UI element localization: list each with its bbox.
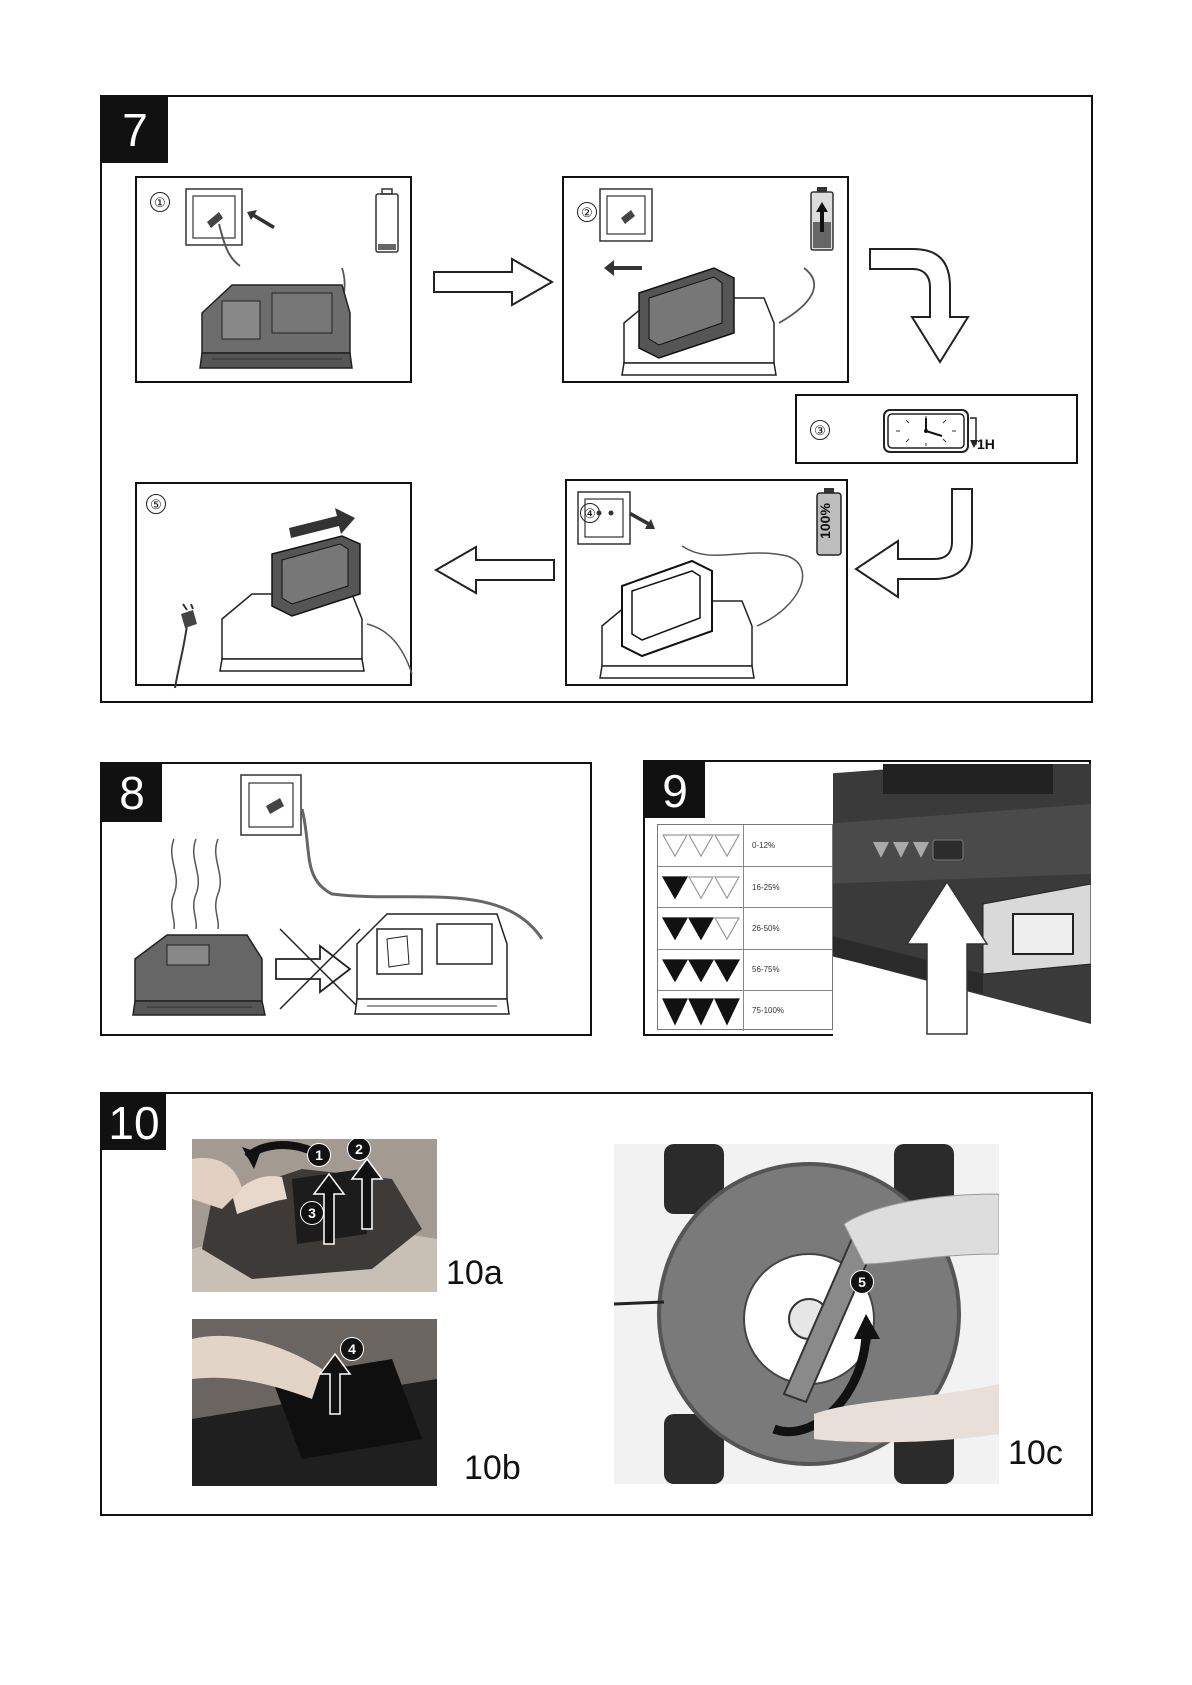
- photo-10a: 1 2 3: [192, 1139, 437, 1292]
- level-triangles-icon: [661, 867, 741, 908]
- photo-10c: 5: [614, 1144, 999, 1484]
- charger-with-battery-icon: [604, 263, 824, 378]
- step-3-number: ③: [810, 420, 830, 440]
- battery-photo: [833, 764, 1091, 1036]
- charger-with-battery-icon: [592, 546, 822, 681]
- table-divider: [743, 991, 744, 1031]
- battery-level-row: 75-100%: [658, 990, 832, 1031]
- figure-8-panel: 8: [100, 762, 592, 1036]
- level-range-label: 75-100%: [752, 991, 784, 1031]
- step-1-number: ①: [150, 192, 170, 212]
- table-divider: [743, 867, 744, 907]
- curved-left-arrow-icon: [854, 487, 984, 602]
- label-10b: 10b: [464, 1449, 521, 1488]
- charger-icon: [192, 273, 362, 373]
- level-range-label: 0-12%: [752, 825, 775, 866]
- level-range-label: 26-50%: [752, 908, 780, 948]
- battery-icon: [127, 929, 272, 1019]
- battery-level-row: 56-75%: [658, 949, 832, 990]
- figure-10-number: 10: [102, 1094, 166, 1150]
- level-triangles-icon: [661, 825, 741, 866]
- charge-duration-label: 1H: [977, 436, 995, 452]
- battery-full-label: 100%: [817, 503, 833, 539]
- step-2-number: ②: [577, 202, 597, 222]
- step-5-number: ⑤: [146, 494, 166, 514]
- level-triangles-icon: [661, 950, 741, 991]
- empty-battery-icon: [374, 188, 400, 254]
- figure-7-number: 7: [102, 97, 168, 163]
- battery-level-row: 26-50%: [658, 907, 832, 948]
- charging-battery-icon: [809, 186, 835, 252]
- plug-icon: [167, 604, 207, 688]
- right-arrow-icon: [432, 257, 554, 307]
- figure-7-panel: 7 ① ②: [100, 95, 1093, 703]
- step-badge-1: 1: [307, 1143, 331, 1167]
- step-badge-5: 5: [850, 1270, 874, 1294]
- photo-10b: 4: [192, 1319, 437, 1486]
- table-divider: [743, 908, 744, 948]
- step-badge-4: 4: [340, 1337, 364, 1361]
- clock-icon: [882, 408, 978, 454]
- charger-icon: [347, 884, 537, 1024]
- step-badge-3: 3: [300, 1201, 324, 1225]
- unplug-arrow-icon: [627, 511, 657, 533]
- figure-10-panel: 10 1 2 3 10a 4 10b: [100, 1092, 1093, 1516]
- level-triangles-icon: [661, 991, 741, 1032]
- table-divider: [743, 825, 744, 866]
- wall-socket-icon: [185, 188, 245, 248]
- figure-8-number: 8: [102, 764, 162, 822]
- step-4-box: ④ 100%: [565, 479, 848, 686]
- heat-waves-icon: [162, 839, 232, 929]
- table-divider: [743, 950, 744, 990]
- arrow-icon: [247, 208, 277, 230]
- label-10a: 10a: [446, 1254, 503, 1293]
- level-range-label: 16-25%: [752, 867, 780, 907]
- step-3-box: ③ 1H: [795, 394, 1078, 464]
- battery-level-row: 16-25%: [658, 866, 832, 907]
- battery-level-row: 0-12%: [658, 825, 832, 866]
- charger-with-battery-icon: [212, 534, 412, 674]
- step-1-box: ①: [135, 176, 412, 383]
- step-2-box: ②: [562, 176, 849, 383]
- battery-level-table: 0-12%16-25%26-50%56-75%75-100%: [657, 824, 833, 1030]
- step-5-box: ⑤: [135, 482, 412, 686]
- label-10c: 10c: [1008, 1434, 1063, 1473]
- figure-9-panel: 9 0-12%16-25%26-50%56-75%75-100%: [643, 760, 1091, 1036]
- figure-9-number: 9: [645, 762, 705, 818]
- level-triangles-icon: [661, 908, 741, 949]
- wall-socket-icon: [599, 188, 659, 248]
- curved-down-arrow-icon: [868, 247, 978, 367]
- level-range-label: 56-75%: [752, 950, 780, 990]
- left-arrow-icon: [434, 545, 556, 595]
